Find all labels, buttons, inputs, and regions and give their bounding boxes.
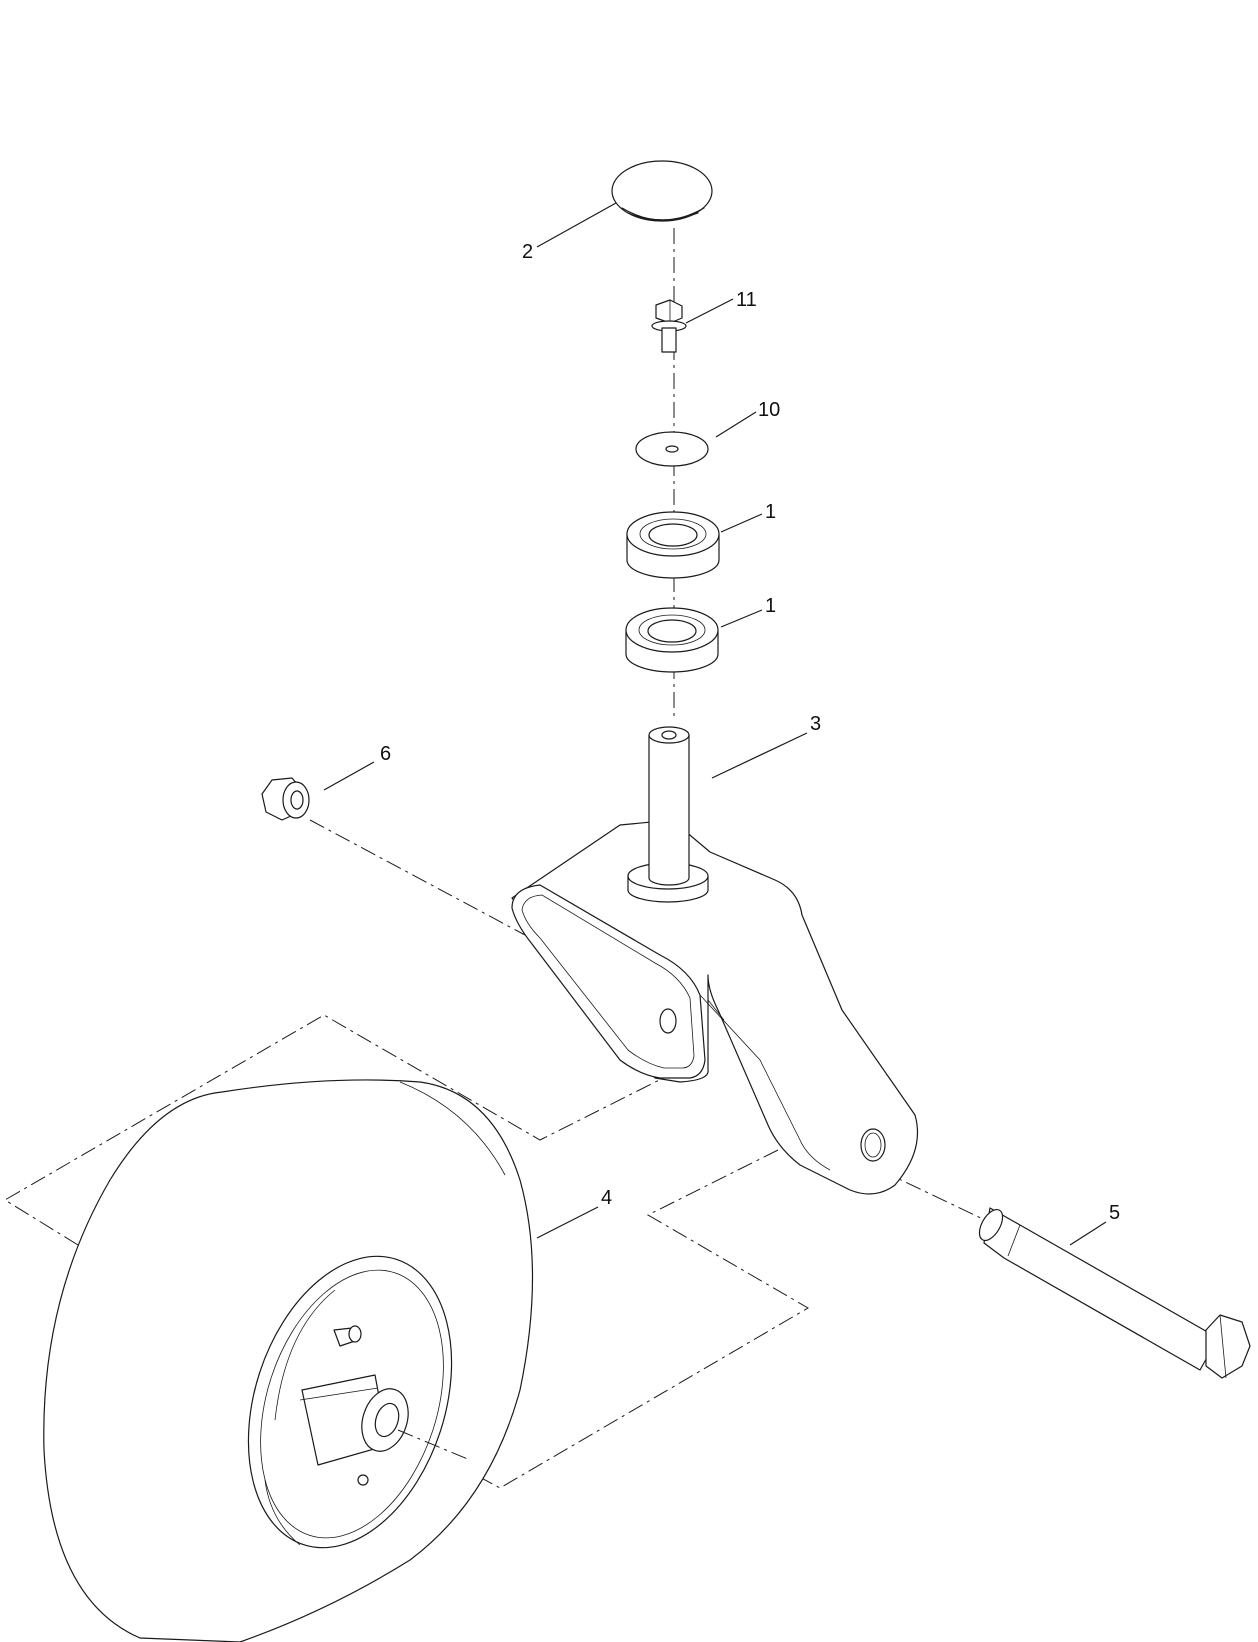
callout-4: 4 bbox=[601, 1187, 612, 1209]
washer bbox=[635, 431, 709, 467]
flange-bolt bbox=[651, 299, 687, 353]
callout-3: 3 bbox=[810, 713, 821, 735]
callout-6: 6 bbox=[380, 743, 391, 765]
callout-11: 11 bbox=[736, 289, 757, 311]
caster-fork bbox=[511, 726, 919, 1195]
callout-2: 2 bbox=[522, 241, 533, 263]
leader-lines bbox=[323, 202, 1107, 1246]
dust-cap bbox=[611, 160, 713, 222]
bearing-upper bbox=[626, 511, 720, 579]
callout-1-lower: 1 bbox=[765, 595, 776, 617]
caster-wheel bbox=[43, 1079, 534, 1642]
axle-bolt bbox=[978, 1207, 1251, 1379]
callout-10: 10 bbox=[758, 399, 780, 421]
callout-5: 5 bbox=[1109, 1202, 1120, 1224]
callout-labels: 2 11 10 1 1 3 6 4 5 bbox=[380, 241, 1120, 1224]
flange-nut bbox=[261, 777, 310, 821]
callout-1-upper: 1 bbox=[765, 501, 776, 523]
bearing-lower bbox=[625, 607, 719, 673]
